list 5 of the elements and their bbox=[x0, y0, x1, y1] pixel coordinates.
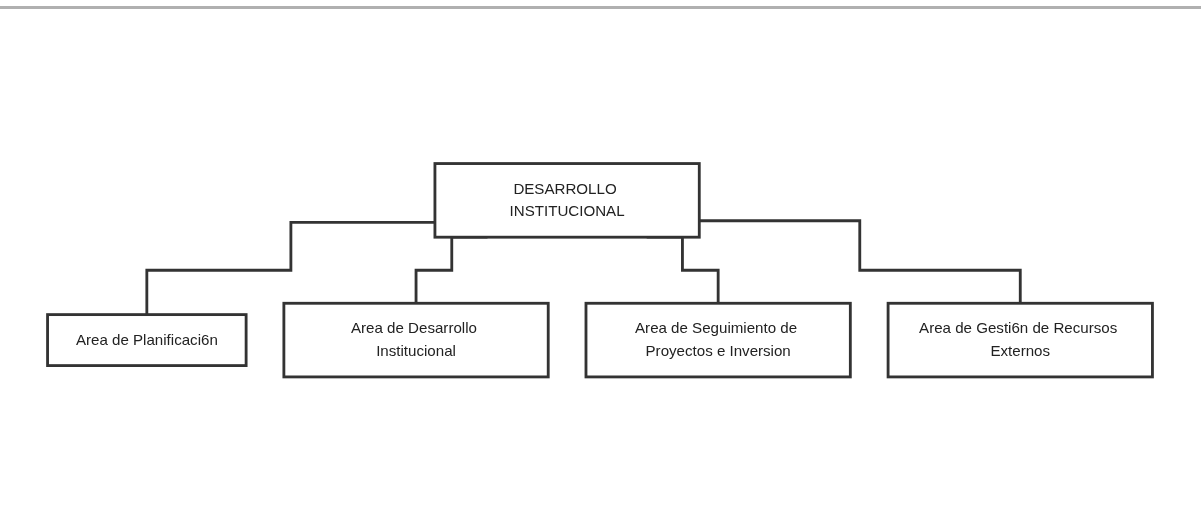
node-box: Area de Seguimiento de Proyectos e Inversion bbox=[584, 301, 852, 379]
node-box: Area de Gesti6n de Recursos Externos bbox=[886, 301, 1154, 379]
node-box: Area de Planificaci6n bbox=[46, 312, 248, 367]
node-box: Area de Desarrollo Institucional bbox=[282, 301, 550, 379]
node-box: DESARROLLO INSTITUCIONAL bbox=[433, 161, 701, 239]
